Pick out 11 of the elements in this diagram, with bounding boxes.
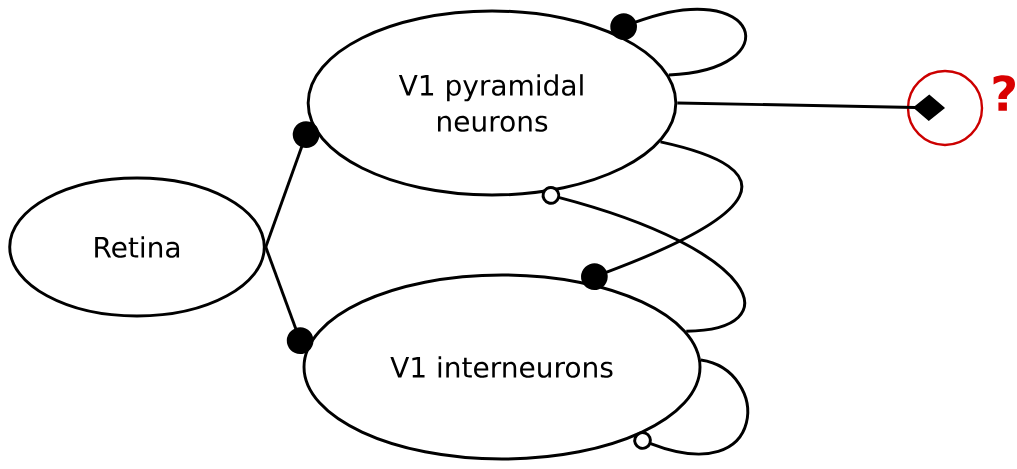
connector <box>264 121 320 248</box>
connector <box>541 186 746 333</box>
connector <box>264 246 314 354</box>
connector <box>633 358 750 456</box>
connector <box>581 140 744 291</box>
ellipse-node: V1 interneurons <box>302 273 702 461</box>
target-circle <box>906 69 984 147</box>
connector <box>610 8 747 77</box>
ellipse-node: V1 pyramidal neurons <box>306 9 678 197</box>
ellipse-node: Retina <box>8 176 266 318</box>
question-mark: ? <box>993 75 1015 111</box>
